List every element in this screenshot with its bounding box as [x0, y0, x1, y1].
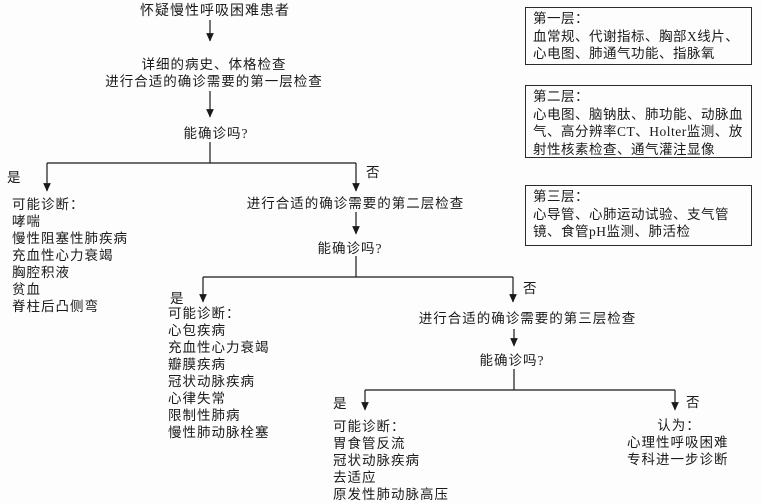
reference-box-tier1-line: 血常规、代谢指标、胸部X线片、	[533, 28, 740, 44]
reference-box-tier3-title: 第三层：	[533, 189, 589, 204]
reference-box-tier2-line: 射性核素检查、通气灌注显像	[533, 141, 715, 157]
question2-node: 能确诊吗?	[317, 241, 383, 256]
branch3-line	[365, 369, 675, 391]
reference-box-tier3-line: 心导管、心肺运动试验、支气管	[533, 206, 729, 222]
branch3-no-label: 否	[686, 395, 701, 410]
diagnosis3-item: 冠状动脉疾病	[333, 453, 420, 468]
branch3-yes-label: 是	[333, 396, 348, 411]
diagnosis2-item: 充血性心力衰竭	[168, 340, 270, 355]
step1-line1: 详细的病史、体格检查	[141, 57, 287, 72]
diagnosis1-item: 胸腔积液	[12, 265, 70, 280]
diagnosis2-item: 冠状动脉疾病	[168, 374, 255, 389]
branch2-yes-label: 是	[170, 291, 185, 306]
conclusion-item: 专科进一步诊断	[627, 452, 729, 467]
diagnosis1-item: 充血性心力衰竭	[12, 248, 114, 263]
conclusion-node: 认为： 心理性呼吸困难 专科进一步诊断	[627, 417, 731, 468]
reference-box-tier2: 第二层： 心电图、脑钠肽、肺功能、动脉血 气、高分辨率CT、Holter监测、放…	[525, 85, 752, 158]
diagnosis1-item: 贫血	[12, 282, 41, 297]
diagnosis-list-2: 可能诊断： 心包疾病 充血性心力衰竭 瓣膜疾病 冠状动脉疾病 心律失常 限制性肺…	[168, 305, 270, 441]
reference-box-tier3-line: 镜、食管pH监测、肺活检	[533, 224, 691, 239]
diagnosis1-title: 可能诊断：	[12, 197, 85, 212]
reference-box-tier3: 第三层： 心导管、心肺运动试验、支气管 镜、食管pH监测、肺活检	[525, 185, 752, 246]
start-node: 怀疑慢性呼吸困难患者	[140, 4, 290, 19]
branch1-yes-label: 是	[7, 170, 22, 185]
branch2-no-label: 否	[523, 281, 538, 296]
diagnosis3-item: 胃食管反流	[333, 436, 406, 451]
question3-node: 能确诊吗?	[479, 353, 545, 368]
reference-box-tier1-title: 第一层：	[533, 11, 589, 26]
step1-line2: 进行合适的确诊需要的第一层检查	[105, 74, 323, 89]
reference-box-tier2-line: 心电图、脑钠肽、肺功能、动脉血	[533, 106, 743, 122]
reference-box-tier1-line: 心电图、肺通气功能、指脉氧	[533, 46, 715, 61]
diagnosis1-item: 脊柱后凸侧弯	[12, 299, 99, 314]
branch1-no-label: 否	[366, 165, 381, 180]
branch1-line	[47, 142, 356, 164]
diagnosis2-item: 瓣膜疾病	[168, 357, 226, 372]
reference-box-tier2-line: 气、高分辨率CT、Holter监测、放	[533, 124, 743, 139]
step3-node: 进行合适的确诊需要的第三层检查	[418, 311, 637, 326]
diagnosis3-item: 去适应	[333, 470, 377, 485]
diagnosis2-title: 可能诊断：	[168, 306, 241, 321]
reference-box-tier2-title: 第二层：	[533, 89, 589, 104]
diagnosis-list-3: 可能诊断： 胃食管反流 冠状动脉疾病 去适应 原发性肺动脉高压	[333, 418, 449, 503]
diagnosis2-item: 慢性肺动脉栓塞	[168, 425, 270, 440]
diagnosis1-item: 哮喘	[12, 214, 41, 229]
diagnosis1-item: 慢性阻塞性肺疾病	[12, 231, 128, 246]
conclusion-item: 心理性呼吸困难	[627, 435, 729, 450]
reference-box-tier1: 第一层： 血常规、代谢指标、胸部X线片、 心电图、肺通气功能、指脉氧	[525, 7, 752, 65]
diagnosis2-item: 限制性肺病	[168, 408, 241, 423]
branch2-line	[203, 256, 513, 278]
diagnosis3-item: 原发性肺动脉高压	[333, 487, 449, 502]
diagnosis3-title: 可能诊断：	[333, 419, 406, 434]
conclusion-title: 认为：	[657, 418, 701, 433]
step1-node: 详细的病史、体格检查 进行合适的确诊需要的第一层检查	[99, 56, 329, 90]
diagnosis2-item: 心包疾病	[168, 323, 226, 338]
diagnosis2-item: 心律失常	[168, 391, 226, 406]
step2-node: 进行合适的确诊需要的第二层检查	[246, 196, 465, 211]
question1-node: 能确诊吗?	[183, 126, 249, 141]
diagnosis-list-1: 可能诊断： 哮喘 慢性阻塞性肺疾病 充血性心力衰竭 胸腔积液 贫血 脊柱后凸侧弯	[12, 196, 128, 315]
